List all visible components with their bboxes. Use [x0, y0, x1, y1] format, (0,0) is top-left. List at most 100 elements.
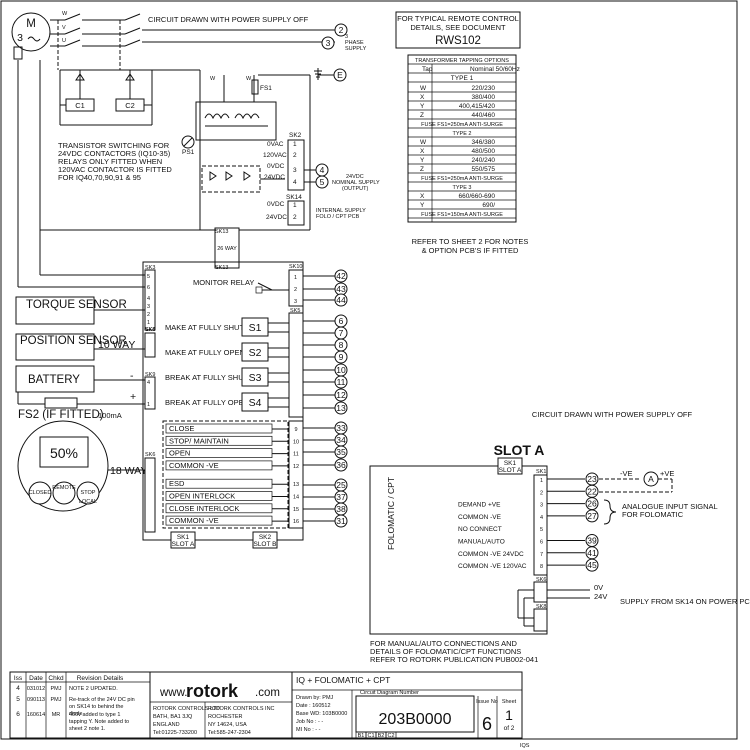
svg-text:PMJ: PMJ: [51, 686, 62, 692]
svg-text:S2: S2: [249, 347, 262, 359]
svg-text:Base WD: 103B0000: Base WD: 103B0000: [296, 711, 347, 717]
circuit-off-note: CIRCUIT DRAWN WITH POWER SUPPLY OFF: [148, 15, 309, 24]
monitor-relay: MONITOR RELAY: [193, 278, 290, 294]
tap-voltage: 400,415/420: [459, 103, 496, 110]
tap-code: X: [420, 193, 425, 200]
tap-voltage: 220/230: [472, 85, 496, 92]
svg-text:of 2: of 2: [504, 725, 515, 732]
slot-row-pin: 2: [540, 490, 543, 496]
svg-text:1: 1: [147, 402, 150, 408]
svg-text:38: 38: [336, 504, 346, 514]
svg-text:7: 7: [339, 328, 344, 338]
svg-text:ANALOGUE INPUT SIGNAL: ANALOGUE INPUT SIGNAL: [622, 502, 718, 511]
control-label: COMMON -VE: [169, 461, 219, 470]
tap-code: W: [420, 85, 427, 92]
svg-text:SLOT A: SLOT A: [172, 541, 195, 548]
refer-sheet2-note: REFER TO SHEET 2 FOR NOTES: [412, 237, 529, 246]
svg-text:PS1: PS1: [182, 149, 195, 156]
control-label: STOP/ MAINTAIN: [169, 436, 229, 445]
svg-text:6: 6: [339, 316, 344, 326]
tap-voltage: 550/575: [472, 166, 496, 173]
torque-sensor: TORQUE SENSOR: [15, 296, 145, 325]
svg-text:34: 34: [336, 435, 346, 445]
svg-text:W: W: [246, 76, 252, 82]
manual-auto-note: FOR MANUAL/AUTO CONNECTIONS AND DETAILS …: [370, 639, 538, 664]
slot-row-label: MANUAL/AUTO: [458, 539, 505, 546]
motor-label: M: [26, 18, 36, 30]
terminal-12: [334, 388, 348, 402]
slot-row-pin: 8: [540, 564, 543, 570]
rectifier-bridge: [201, 165, 285, 193]
footer-code: IQS: [520, 743, 530, 749]
control-pin: 10: [293, 439, 299, 445]
svg-text:090113: 090113: [27, 697, 45, 703]
svg-text:23: 23: [587, 474, 597, 484]
slot-row-label: COMMON -VE: [458, 514, 502, 521]
svg-text:10 WAY: 10 WAY: [98, 339, 135, 351]
rotork-logo: www. rotork .com: [159, 681, 280, 701]
sk14-connector: SK14 0VDC 1 24VDC 2: [266, 194, 305, 226]
svg-text:SK9: SK9: [145, 372, 155, 378]
svg-text:37: 37: [336, 492, 346, 502]
analogue-meter: -VE A +VE: [599, 469, 674, 525]
svg-text:ROTORK CONTROLS LTD: ROTORK CONTROLS LTD: [153, 706, 220, 712]
svg-text:S4: S4: [249, 397, 262, 409]
svg-text:42: 42: [336, 271, 346, 281]
terminal-4: 4: [315, 163, 329, 177]
svg-text:U: U: [62, 38, 66, 44]
tap-voltage: 480/500: [472, 148, 496, 155]
tap-code: Y: [420, 202, 425, 209]
svg-text:1: 1: [293, 141, 297, 148]
slot-row-label: NO CONNECT: [458, 526, 502, 533]
slot-a-sk1: SK1 SLOT A: [497, 457, 523, 475]
terminal-45: [585, 558, 599, 572]
revision-detail: tapping Y. Note added to: [69, 719, 129, 725]
svg-text:1: 1: [293, 202, 297, 209]
tap-voltage: 240/240: [472, 157, 496, 164]
svg-text:FOR IQ40,70,90,91 & 95: FOR IQ40,70,90,91 & 95: [58, 173, 141, 182]
svg-text:POSITION SENSOR: POSITION SENSOR: [20, 335, 127, 347]
svg-text:100mA: 100mA: [98, 411, 122, 420]
switch-s3: [241, 367, 269, 387]
svg-text:0VDC: 0VDC: [267, 163, 285, 170]
transformer: W W FS1: [195, 74, 311, 230]
svg-text:2: 2: [147, 312, 150, 318]
tap-fuse: TYPE 3: [453, 185, 472, 191]
svg-text:RELAYS ONLY FITTED WHEN: RELAYS ONLY FITTED WHEN: [58, 157, 162, 166]
svg-text:ROTORK CONTROLS INC: ROTORK CONTROLS INC: [208, 706, 275, 712]
tap-fuse: FUSE FS1=250mA ANTI-SURGE: [421, 122, 503, 128]
svg-text:TYPE 1: TYPE 1: [451, 75, 474, 82]
slot-row-label: DEMAND +VE: [458, 502, 501, 509]
svg-text:S1: S1: [249, 322, 262, 334]
svg-text:39: 39: [587, 536, 597, 546]
svg-text:SK4: SK4: [145, 327, 155, 333]
svg-text:6: 6: [147, 285, 150, 291]
svg-text:Tel:01225-733200: Tel:01225-733200: [153, 730, 197, 736]
control-pin: 11: [293, 452, 299, 458]
terminal-3: 3: [321, 36, 335, 50]
switch-label: MAKE AT FULLY OPEN: [165, 348, 245, 357]
svg-text:1: 1: [147, 320, 150, 326]
slot-row-label: COMMON -VE 120VAC: [458, 563, 527, 570]
svg-text:Sheet: Sheet: [502, 699, 517, 705]
svg-text:0V: 0V: [594, 583, 603, 592]
svg-text:2: 2: [293, 152, 297, 159]
revision-detail: diode: [69, 711, 82, 717]
svg-text:4: 4: [147, 380, 150, 386]
svg-text:SK13: SK13: [215, 229, 228, 235]
control-label: ESD: [169, 479, 185, 488]
svg-text:44: 44: [336, 295, 346, 305]
ribbon-26-way: SK13 26 WAY SK13: [214, 227, 240, 271]
terminal-36: [334, 458, 348, 472]
title-block: Iss Date Chkd Revision Details: [9, 671, 523, 739]
tap-voltage: 380/400: [472, 94, 496, 101]
svg-text:DETAILS, SEE DOCUMENT: DETAILS, SEE DOCUMENT: [410, 23, 506, 32]
supply-sk14-note: SUPPLY FROM SK14 ON POWER PCB: [620, 597, 750, 606]
issue-number: 6: [482, 714, 492, 734]
svg-text:-: -: [130, 370, 134, 382]
control-label: COMMON -VE: [169, 516, 219, 525]
nominal-supply-note: 24VDC: [346, 174, 364, 180]
